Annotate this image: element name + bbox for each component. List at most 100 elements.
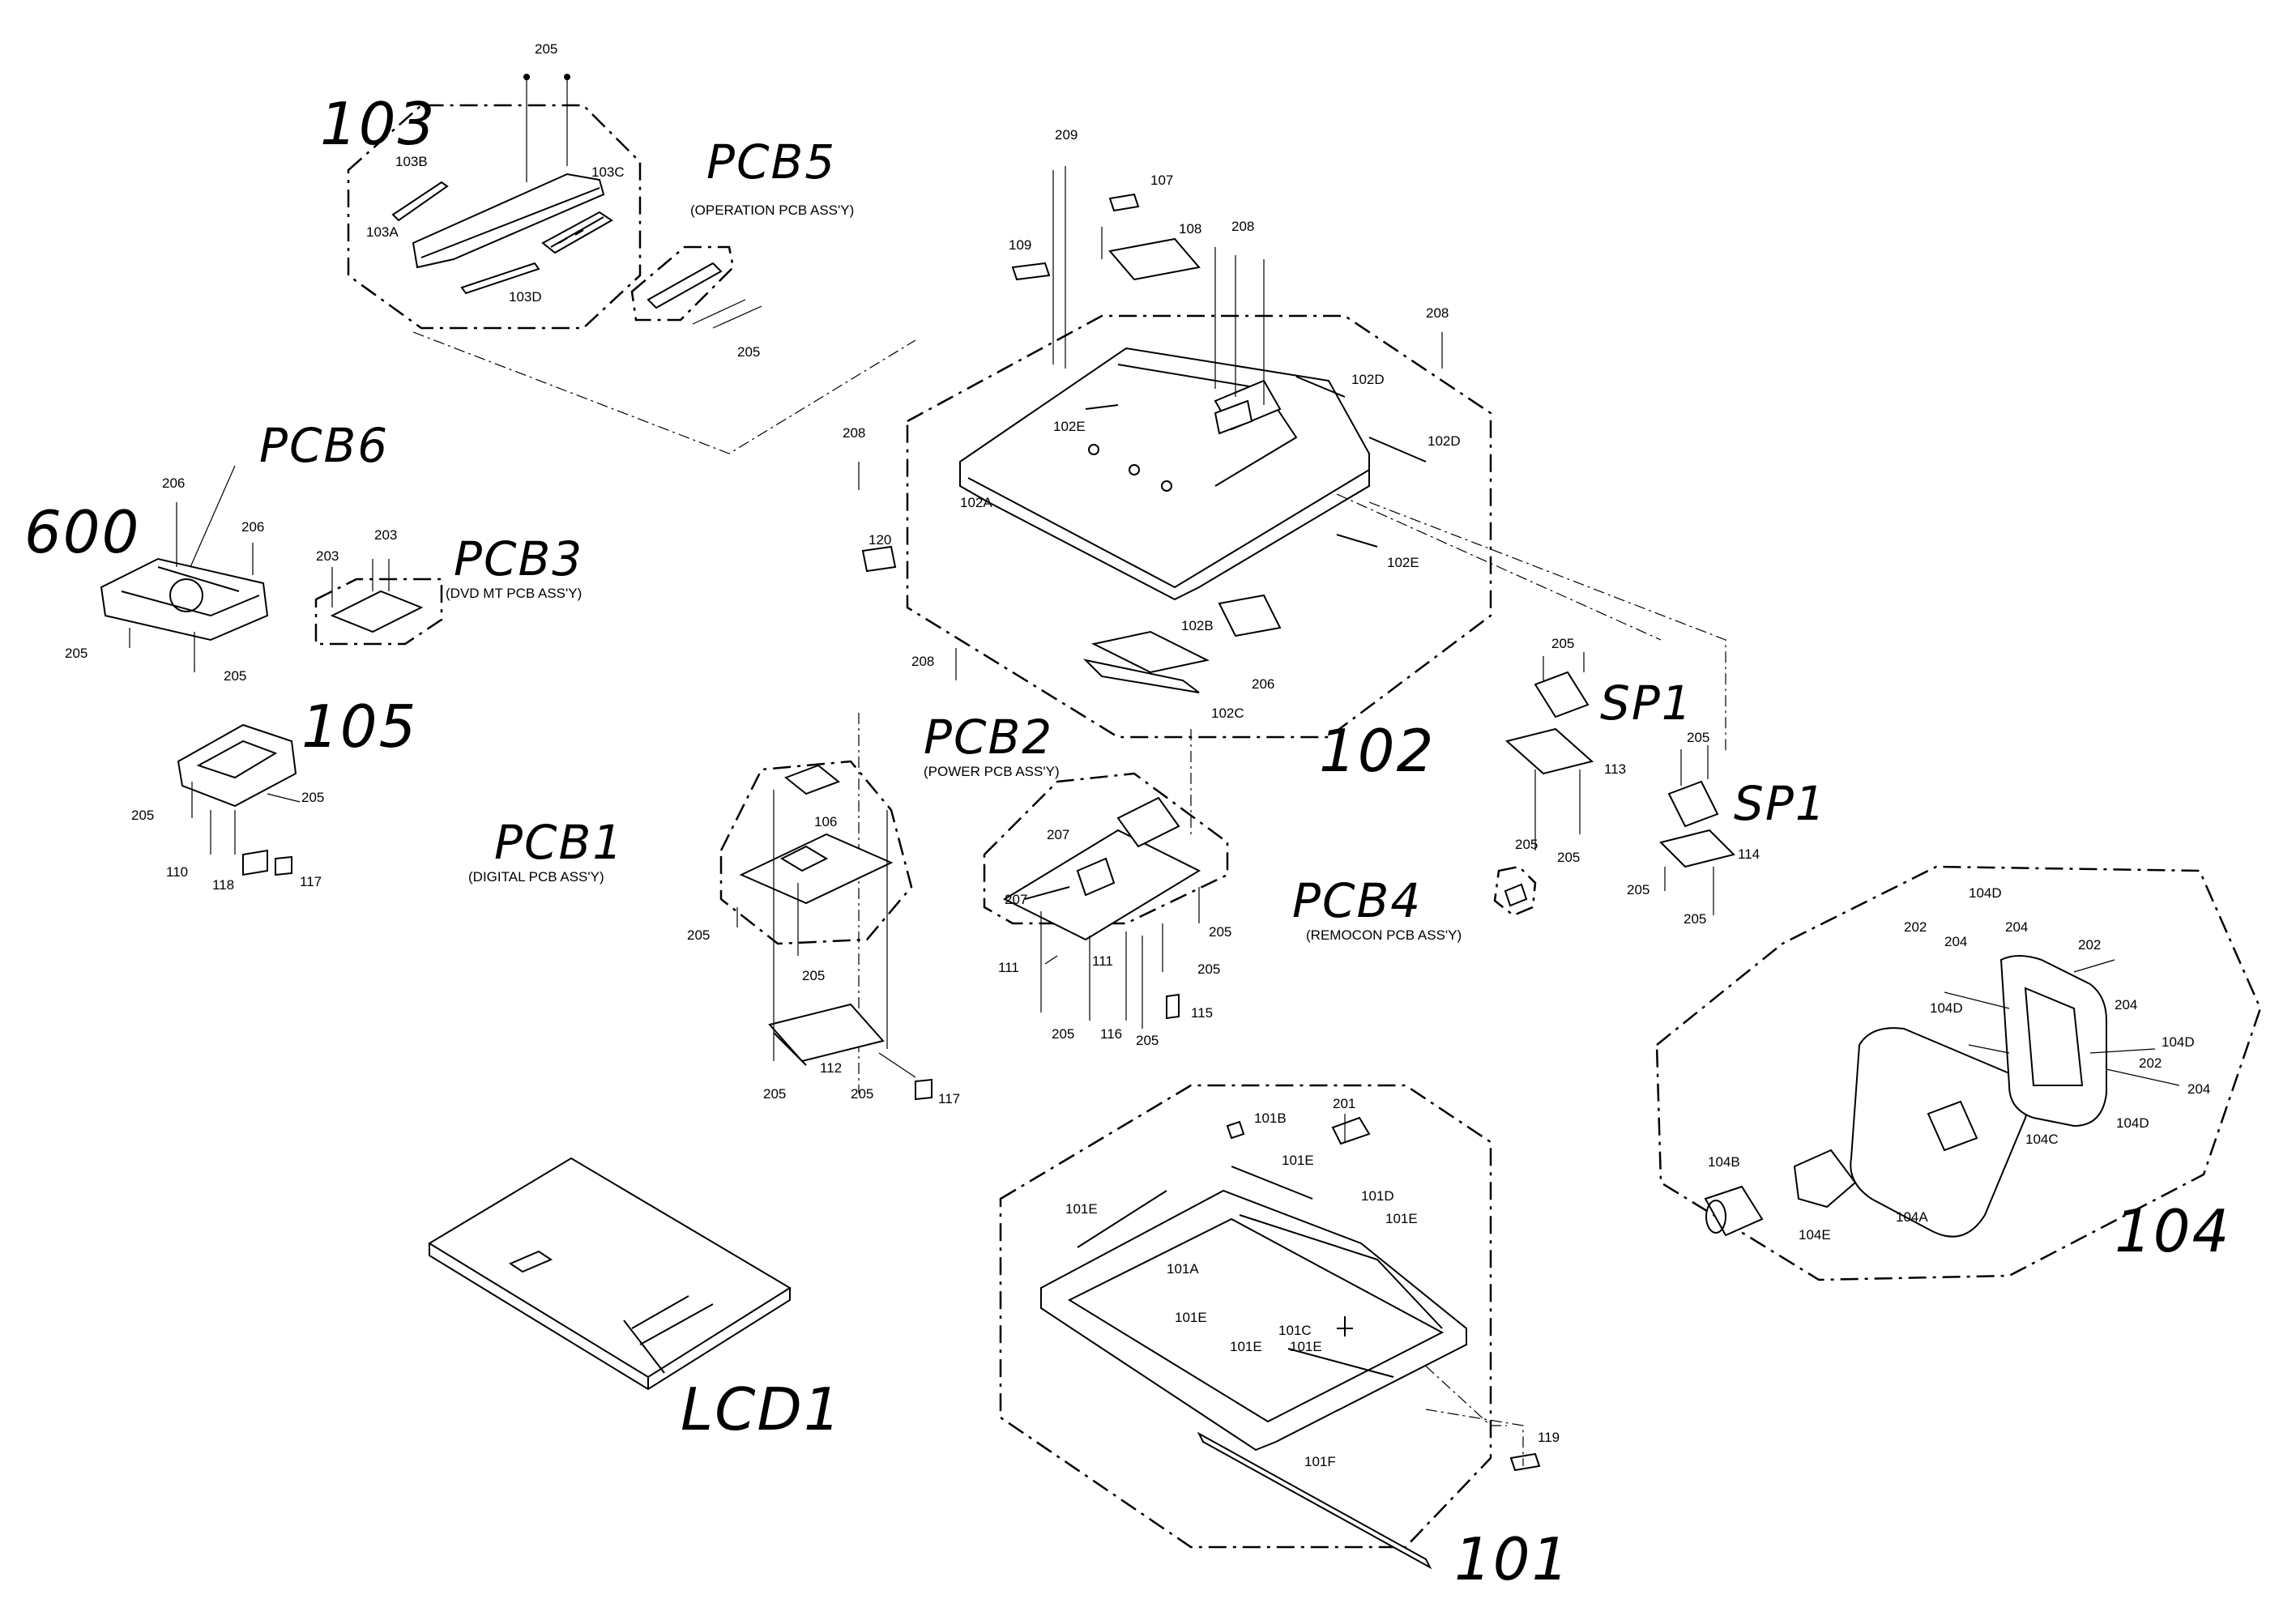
assembly-101-group: 101 101B 201 101E 101D 101E 101E 101A 10… xyxy=(999,1084,1570,1593)
part-113-drawing xyxy=(1504,727,1594,775)
part-205-sp1d-label: 205 xyxy=(1687,730,1709,745)
part-208-left-label: 208 xyxy=(843,425,865,441)
part-101E-c-label: 101E xyxy=(1385,1211,1418,1226)
part-203-a-label: 203 xyxy=(316,548,339,564)
part-104B-drawing xyxy=(1704,1185,1764,1237)
assembly-101-label: 101 xyxy=(1454,1525,1570,1593)
assembly-105-drawing xyxy=(177,723,297,808)
speaker-group: SP1 SP1 205 113 205 205 205 114 205 205 xyxy=(1504,636,1825,927)
part-101C-label: 101C xyxy=(1278,1323,1312,1338)
part-103B-drawing xyxy=(391,181,449,222)
part-116-label: 116 xyxy=(1100,1026,1122,1042)
part-102A-label: 102A xyxy=(960,495,992,510)
pcb3-desc: (DVD MT PCB ASS'Y) xyxy=(446,586,582,601)
part-102D-a-label: 102D xyxy=(1351,372,1385,387)
assembly-600-group: 600 PCB6 206 206 205 205 xyxy=(24,418,389,684)
part-117-b-label: 117 xyxy=(938,1091,960,1106)
part-102B-drawing xyxy=(1218,594,1282,637)
part-103D-label: 103D xyxy=(509,289,542,305)
part-208-right-label: 208 xyxy=(1426,305,1449,321)
part-103A-drawing xyxy=(412,173,605,269)
assembly-105-group: 105 205 205 110 118 117 xyxy=(131,693,417,893)
part-205-pcb2a-label: 205 xyxy=(1209,924,1231,940)
part-209-label: 209 xyxy=(1055,127,1078,143)
part-202-b-label: 202 xyxy=(2078,937,2101,953)
pcb2-outline xyxy=(983,772,1229,925)
part-204-c-label: 204 xyxy=(2115,997,2137,1013)
pcb2-label: PCB2 xyxy=(924,710,1053,765)
part-101B-drawing xyxy=(1226,1120,1245,1140)
part-208-top-label: 208 xyxy=(1231,219,1254,234)
assembly-102-outline xyxy=(906,314,1492,739)
part-204-a-label: 204 xyxy=(1944,934,1967,949)
assembly-105-label: 105 xyxy=(301,693,417,761)
part-114-label: 114 xyxy=(1738,846,1760,862)
speaker-sp1-b-drawing xyxy=(1667,780,1719,828)
part-101D-label: 101D xyxy=(1361,1188,1394,1204)
part-205-112b-label: 205 xyxy=(851,1086,873,1102)
pcb2-desc: (POWER PCB ASS'Y) xyxy=(924,764,1060,779)
part-207-b-label: 207 xyxy=(1005,892,1027,907)
part-111-a-label: 111 xyxy=(998,960,1019,975)
part-102A-drawing xyxy=(959,347,1370,601)
pcb4-group: PCB4 (REMOCON PCB ASS'Y) xyxy=(1292,865,1537,943)
part-106-drawing xyxy=(784,764,840,795)
pcb3-label: PCB3 xyxy=(454,531,583,586)
pcb5-desc: (OPERATION PCB ASS'Y) xyxy=(690,202,854,218)
part-120-label: 120 xyxy=(868,532,891,548)
pcb3-outline xyxy=(314,578,443,646)
part-102D-rail-a xyxy=(1295,376,1346,398)
assembly-102-group: 102 209 107 108 208 109 208 102D 102D 10… xyxy=(843,127,1492,785)
part-205-600b-label: 205 xyxy=(224,668,246,684)
part-206-a-label: 206 xyxy=(162,475,185,491)
part-115-label: 115 xyxy=(1191,1005,1213,1021)
pcb1-group: PCB1 (DIGITAL PCB ASS'Y) 106 205 205 205… xyxy=(468,760,960,1106)
part-101A-label: 101A xyxy=(1167,1261,1199,1277)
part-108-drawing xyxy=(1108,237,1201,281)
assembly-600-label: 600 xyxy=(24,498,140,566)
lcd1-group: LCD1 xyxy=(428,1157,841,1443)
pcb4-outline xyxy=(1493,865,1537,917)
part-104A-label: 104A xyxy=(1896,1209,1928,1225)
part-117-a-label: 117 xyxy=(300,874,322,889)
part-102E-rail-a xyxy=(1085,404,1119,410)
pcb5-outline xyxy=(630,245,735,322)
part-204-d-label: 204 xyxy=(2187,1081,2210,1097)
part-101E-strip-c xyxy=(1287,1348,1394,1378)
part-104C-drawing xyxy=(1999,955,2107,1128)
part-106-label: 106 xyxy=(814,814,837,829)
part-110-label: 110 xyxy=(166,864,188,880)
part-107-label: 107 xyxy=(1150,173,1173,188)
part-206-b-label: 206 xyxy=(241,519,264,535)
pcb6-label: PCB6 xyxy=(259,418,389,473)
part-102B-label: 102B xyxy=(1181,618,1214,633)
part-205-top-label: 205 xyxy=(535,41,557,57)
part-104D-d-label: 104D xyxy=(2116,1115,2149,1131)
part-103C-label: 103C xyxy=(591,164,625,180)
assembly-103-outline xyxy=(347,104,642,330)
lcd1-panel-drawing xyxy=(428,1157,792,1379)
part-108-label: 108 xyxy=(1179,221,1201,237)
part-101F-drawing xyxy=(1197,1431,1432,1570)
part-205-sp1b-label: 205 xyxy=(1515,837,1538,852)
part-205-105b-label: 205 xyxy=(301,790,324,805)
pcb4-desc: (REMOCON PCB ASS'Y) xyxy=(1306,927,1462,943)
pcb2-board-drawing xyxy=(1002,829,1201,941)
part-119-label: 119 xyxy=(1538,1430,1560,1445)
part-206-102-label: 206 xyxy=(1252,676,1274,692)
part-205-600a-label: 205 xyxy=(65,646,87,661)
part-205-pcb5-label: 205 xyxy=(737,344,760,360)
part-201-label: 201 xyxy=(1333,1096,1355,1111)
part-205-pcb2b-label: 205 xyxy=(1197,961,1220,977)
part-102E-a-label: 102E xyxy=(1053,419,1086,434)
part-205-pcb1a-label: 205 xyxy=(687,927,710,943)
sp1-a-label: SP1 xyxy=(1600,676,1693,731)
assembly-600-drawing xyxy=(100,557,269,642)
part-208-low-label: 208 xyxy=(911,654,934,669)
pcb3-group: PCB3 (DVD MT PCB ASS'Y) 203 203 xyxy=(314,527,583,646)
part-101E-strip-a xyxy=(1077,1190,1167,1248)
pcb1-outline xyxy=(719,760,913,945)
part-205-105a-label: 205 xyxy=(131,808,154,823)
assembly-104-group: 104 104D 202 204 204 202 104D 204 104D 2… xyxy=(1655,865,2262,1281)
part-205-sp1e-label: 205 xyxy=(1627,882,1649,897)
